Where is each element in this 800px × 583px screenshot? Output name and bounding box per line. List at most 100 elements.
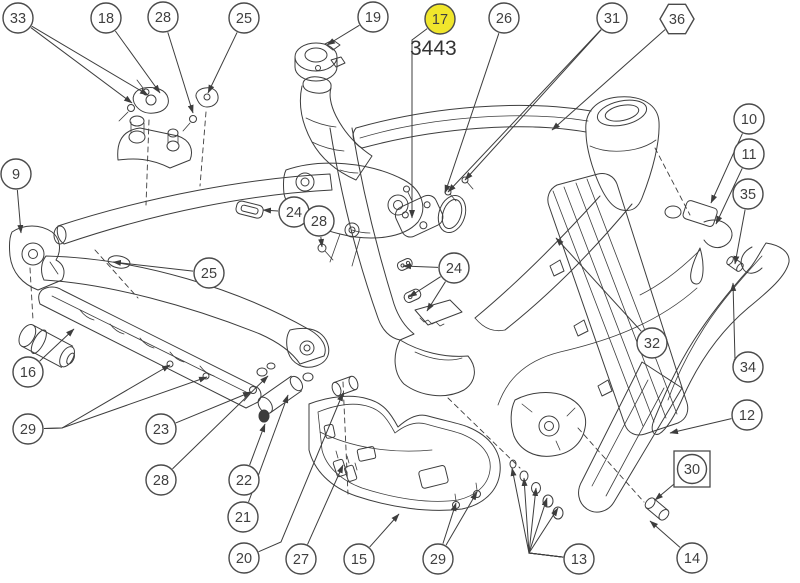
callout-number: 24 (286, 205, 302, 221)
leader-line (318, 236, 325, 248)
callout-number: 15 (351, 552, 367, 568)
seat-tube-tower (299, 76, 373, 181)
leader-line (114, 30, 161, 94)
callout-circle (228, 2, 260, 34)
callout-number: 31 (604, 11, 620, 27)
callout-15[interactable]: 15 (343, 513, 400, 575)
dashed-guides (29, 111, 691, 503)
callout-13[interactable]: 13 (510, 467, 595, 575)
down-tube (474, 195, 633, 332)
callout-29[interactable]: 29 (422, 491, 478, 575)
lower-cover-slab (578, 361, 683, 521)
callout-24[interactable]: 24 (262, 196, 310, 228)
callout-36[interactable]: 36 (551, 3, 695, 131)
callout-number: 36 (669, 12, 685, 28)
callout-28[interactable]: 28 (303, 205, 335, 248)
leader-line (733, 209, 746, 265)
callout-14[interactable]: 14 (649, 520, 708, 574)
leader-line (307, 464, 344, 545)
leader-line (528, 507, 564, 558)
callout-circle (733, 103, 765, 135)
leader-line (555, 237, 642, 332)
callout-21[interactable]: 21 (227, 394, 289, 533)
callout-circle (0, 158, 32, 190)
callout-22[interactable]: 22 (228, 423, 266, 496)
callout-25[interactable]: 25 (207, 2, 260, 94)
leader-line (31, 25, 149, 96)
callout-circle (636, 327, 668, 359)
callout-circle (2, 2, 34, 34)
callout-28[interactable]: 28 (145, 375, 269, 496)
leader-line (30, 27, 133, 104)
chainstay-arm (8, 225, 330, 377)
callout-circle (438, 252, 470, 284)
callout-hexagon (659, 3, 695, 35)
rear-axle-part (18, 324, 75, 368)
callout-30[interactable]: 30 (654, 450, 711, 501)
callout-23[interactable]: 23 (145, 391, 252, 445)
callout-11[interactable]: 11 (715, 138, 765, 225)
callout-24[interactable]: 24 (402, 252, 470, 312)
callout-10[interactable]: 10 (710, 103, 765, 204)
callout-circle (488, 2, 520, 34)
callout-number: 35 (740, 187, 756, 203)
callout-17[interactable]: 17 (409, 3, 456, 219)
leader-line (426, 281, 446, 312)
callout-number: 14 (684, 551, 700, 567)
callout-circle (285, 543, 317, 575)
callout-number: 22 (236, 473, 252, 489)
callout-circle (90, 2, 122, 34)
callout-25[interactable]: 25 (112, 257, 225, 289)
callout-number: 12 (739, 408, 755, 424)
callout-33[interactable]: 33 (2, 2, 149, 104)
leader-line (408, 276, 441, 298)
wiring-connectors (332, 450, 358, 482)
callout-circle (12, 356, 44, 388)
callout-31[interactable]: 31 (447, 2, 628, 193)
callout-circle (424, 3, 456, 35)
callout-circle (145, 464, 177, 496)
callout-16[interactable]: 16 (12, 328, 75, 388)
cable-routing (497, 249, 701, 406)
callout-number: 20 (236, 551, 252, 567)
leader-line (442, 502, 457, 544)
callout-circle (227, 501, 259, 533)
callout-number: 28 (311, 214, 327, 230)
callout-number: 32 (644, 336, 660, 352)
callout-circle (422, 543, 454, 575)
callout-29[interactable]: 29 (12, 364, 208, 445)
part-code-label: 3443 (410, 37, 457, 60)
callout-26[interactable]: 26 (444, 2, 520, 194)
leader-line (262, 207, 279, 214)
callout-12[interactable]: 12 (669, 399, 763, 435)
bottom-bracket-shell (394, 339, 475, 397)
callout-number: 18 (98, 11, 114, 27)
brake-hardware-cluster (118, 79, 219, 132)
callout-20[interactable]: 20 (228, 392, 344, 574)
callout-circle (732, 178, 764, 210)
callout-19[interactable]: 19 (326, 1, 389, 46)
callout-34[interactable]: 34 (730, 282, 764, 383)
fork-guard (651, 242, 790, 435)
leader-line (249, 423, 266, 466)
leader-line (528, 487, 564, 558)
callout-18[interactable]: 18 (90, 2, 161, 94)
callout-32[interactable]: 32 (555, 237, 668, 359)
callout-28[interactable]: 28 (147, 1, 194, 114)
callout-circle (12, 413, 44, 445)
callout-number: 27 (293, 552, 309, 568)
callout-circle (145, 413, 177, 445)
callout-circle (563, 543, 595, 575)
callout-number: 25 (236, 11, 252, 27)
callout-9[interactable]: 9 (0, 158, 32, 234)
pivot-hardware (243, 372, 359, 423)
callout-27[interactable]: 27 (285, 464, 344, 575)
leader-line (207, 32, 238, 94)
leader-line (16, 189, 24, 234)
leader-line (326, 24, 360, 46)
callout-35[interactable]: 35 (732, 178, 764, 265)
leader-line (369, 513, 400, 548)
